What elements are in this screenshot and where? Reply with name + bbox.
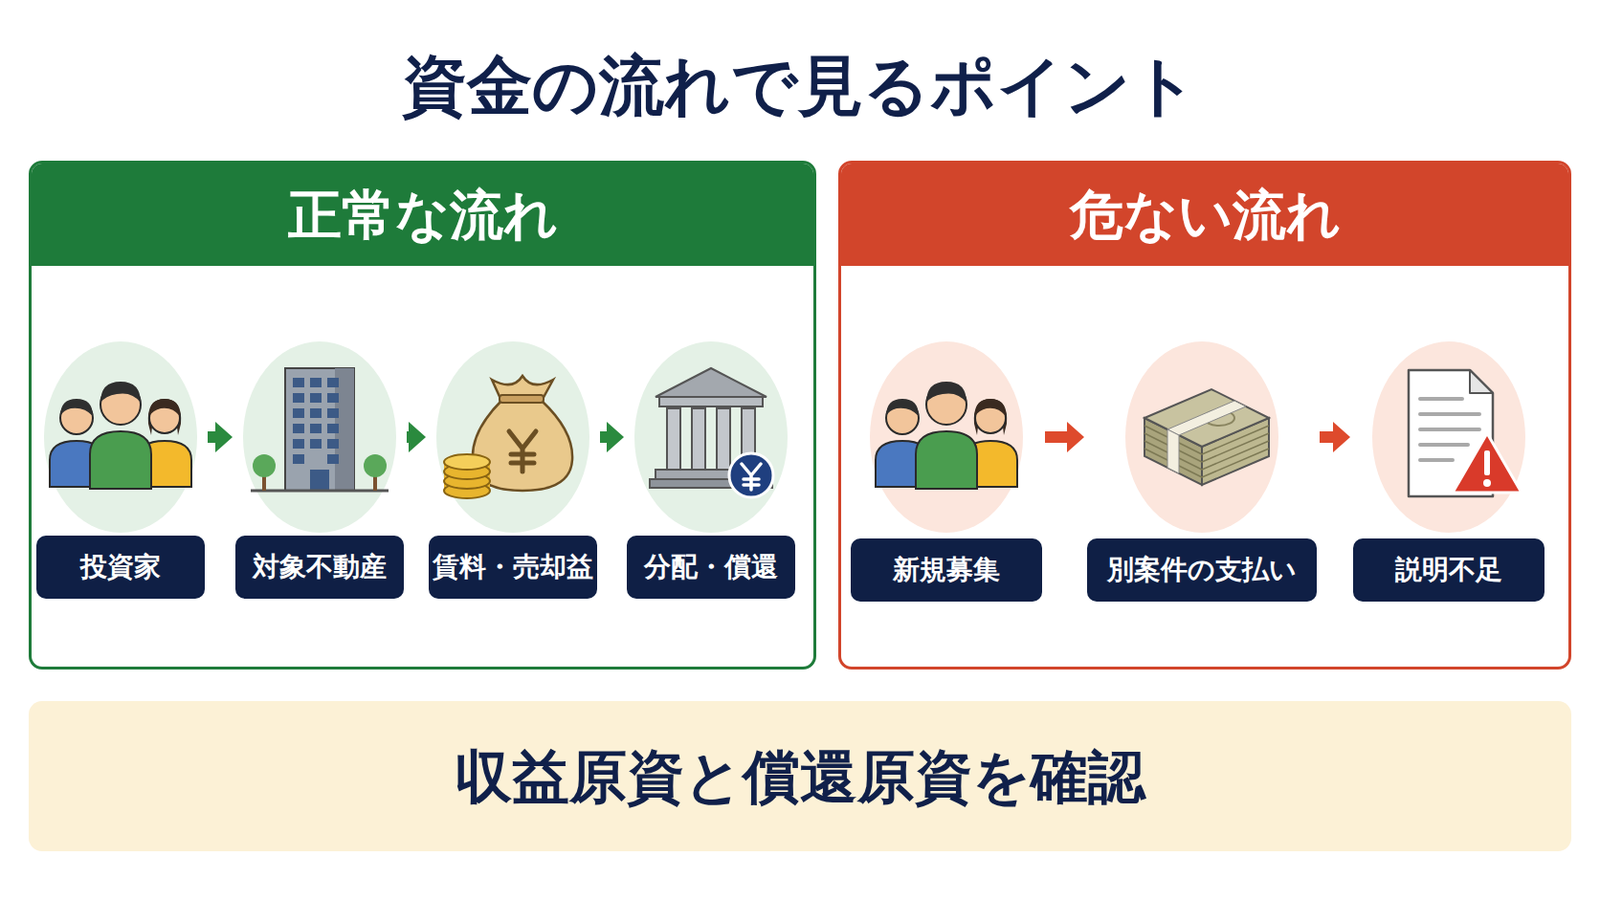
flow-arrow bbox=[406, 422, 426, 453]
flow-arrow bbox=[600, 422, 624, 453]
flow-arrow bbox=[207, 422, 233, 453]
flow-arrow bbox=[1044, 422, 1085, 453]
flow-panel: 正常な流れ投資家対象不動産賃料・売却益分配・償還 bbox=[28, 160, 817, 670]
step-label: 投資家 bbox=[36, 535, 205, 600]
panel-heading: 危ない流れ bbox=[841, 163, 1569, 267]
step-label: 対象不動産 bbox=[235, 535, 404, 600]
flow-step: 投資家 bbox=[36, 341, 205, 600]
panel-heading: 正常な流れ bbox=[31, 163, 814, 267]
flow-step: 新規募集 bbox=[850, 341, 1043, 604]
step-label: 新規募集 bbox=[850, 538, 1043, 602]
flow-step: 分配・償還 bbox=[626, 341, 796, 600]
summary-band: 収益原資と償還原資を確認 bbox=[28, 701, 1572, 852]
flow-step: 説明不足 bbox=[1353, 341, 1545, 604]
step-label: 賃料・売却益 bbox=[428, 535, 598, 600]
diagram-title: 資金の流れで見るポイント bbox=[0, 36, 1600, 136]
flow-step: 対象不動産 bbox=[235, 341, 404, 600]
step-label: 説明不足 bbox=[1353, 538, 1545, 602]
step-label: 分配・償還 bbox=[626, 535, 796, 600]
flow-panel: 危ない流れ新規募集別案件の支払い説明不足 bbox=[838, 160, 1572, 670]
flow-step: 賃料・売却益 bbox=[428, 341, 598, 600]
summary-text: 収益原資と償還原資を確認 bbox=[454, 742, 1146, 812]
flow-step: 別案件の支払い bbox=[1087, 341, 1317, 604]
flow-arrow bbox=[1319, 422, 1351, 453]
step-label: 別案件の支払い bbox=[1087, 538, 1317, 602]
